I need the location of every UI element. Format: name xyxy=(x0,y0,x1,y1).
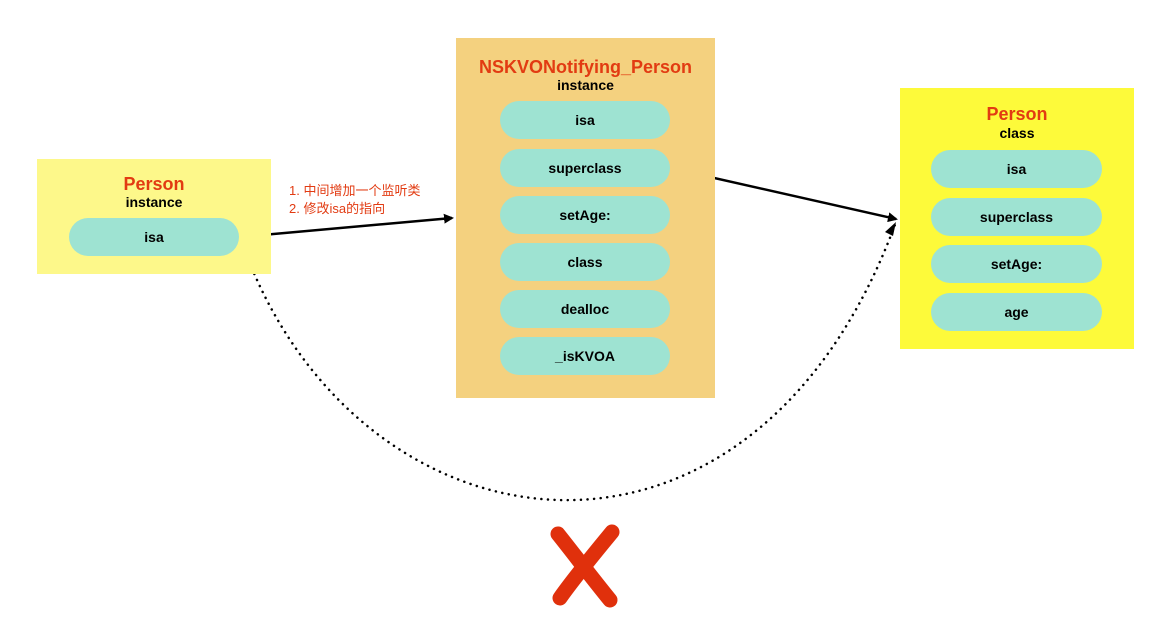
kvo-field-class: class xyxy=(500,243,670,281)
kvo-field-superclass: superclass xyxy=(500,149,670,187)
isa-arrow xyxy=(239,213,454,239)
old-isa-dotted-curve xyxy=(238,220,898,502)
kvo-field-setage: setAge: xyxy=(500,196,670,234)
person-class-title: Person xyxy=(986,104,1048,124)
old-isa-dotted-arrowhead xyxy=(885,222,896,236)
kvo-instance-subtitle: instance xyxy=(557,77,614,93)
person-instance-subtitle: instance xyxy=(125,194,183,210)
kvo-field-isa: isa xyxy=(500,101,670,139)
person-class-subtitle: class xyxy=(999,125,1035,141)
cross-mark-icon xyxy=(550,524,620,608)
person-class-field-setage: setAge: xyxy=(931,245,1102,283)
person-instance-title: Person xyxy=(123,174,185,194)
kvo-field-dealloc: dealloc xyxy=(500,290,670,328)
annotation-line-1: 1. 中间增加一个监听类 xyxy=(289,183,421,198)
person-class-field-age: age xyxy=(931,293,1102,331)
person-instance-field-isa: isa xyxy=(69,218,239,256)
person-class-box: Person class isa superclass setAge: age xyxy=(900,88,1134,349)
annotation-line-2: 2. 修改isa的指向 xyxy=(289,201,386,216)
kvo-field-iskvoa: _isKVOA xyxy=(500,337,670,375)
kvo-instance-box: NSKVONotifying_Person instance isa super… xyxy=(456,38,715,398)
person-class-field-isa: isa xyxy=(931,150,1102,188)
person-instance-box: Person instance isa xyxy=(37,159,271,274)
kvo-instance-title: NSKVONotifying_Person xyxy=(478,57,693,77)
person-class-field-superclass: superclass xyxy=(931,198,1102,236)
